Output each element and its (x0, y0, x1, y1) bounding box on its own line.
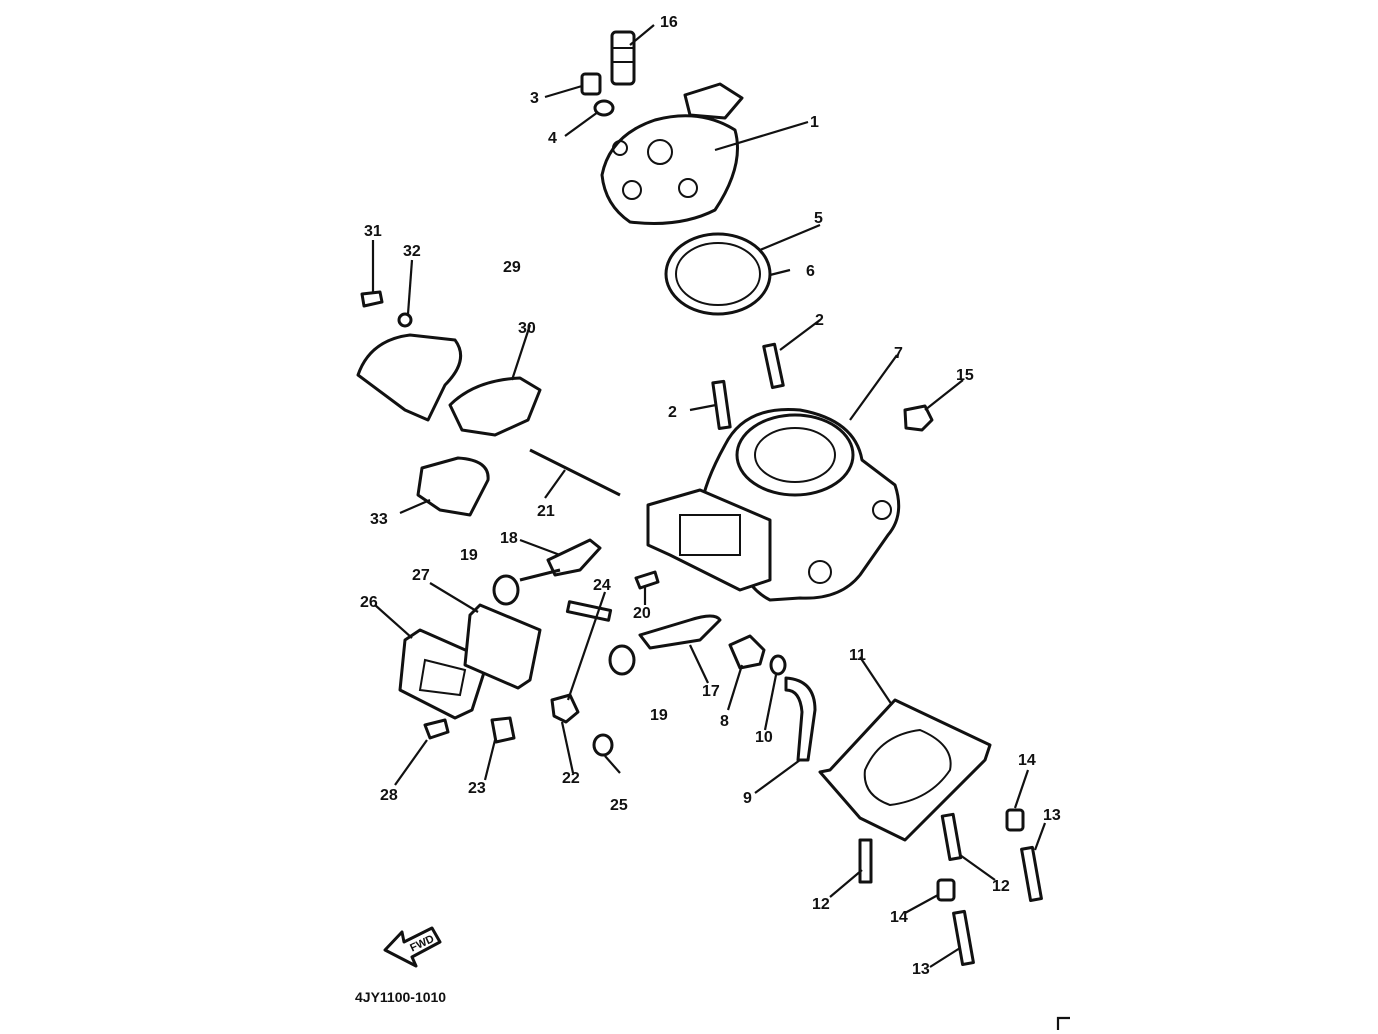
bolt (423, 718, 450, 740)
callout-16: 16 (660, 14, 678, 31)
callout-7: 7 (894, 345, 903, 362)
cylinder-head (600, 82, 744, 225)
hose (784, 676, 817, 762)
callout-6: 6 (806, 263, 815, 280)
callout-5: 5 (814, 210, 823, 227)
callout-29: 29 (503, 259, 521, 276)
callout-22: 22 (562, 770, 580, 787)
callout-12: 12 (992, 878, 1010, 895)
callout-3: 3 (530, 90, 539, 107)
callout-14: 14 (890, 909, 908, 926)
callout-8: 8 (720, 713, 729, 730)
cylinder-base-gasket (818, 698, 992, 842)
washer (593, 99, 615, 117)
nut (903, 404, 934, 432)
power-valve-housing (646, 488, 772, 592)
clip (769, 654, 787, 676)
callout-4: 4 (548, 130, 557, 147)
screw (634, 570, 660, 590)
callout-24: 24 (593, 577, 611, 594)
callout-14: 14 (1018, 752, 1036, 769)
callout-15: 15 (956, 367, 974, 384)
callout-12: 12 (812, 896, 830, 913)
callout-2: 2 (668, 404, 677, 421)
washer (397, 312, 413, 328)
callout-21: 21 (537, 503, 555, 520)
oil-seal (492, 574, 520, 606)
valve-shaft (519, 568, 561, 582)
callout-17: 17 (702, 683, 720, 700)
callout-2: 2 (815, 312, 824, 329)
plug-bolt (580, 72, 602, 96)
spark-plug (610, 30, 636, 86)
cover-gasket (416, 456, 490, 517)
callout-31: 31 (364, 223, 382, 240)
callout-23: 23 (468, 780, 486, 797)
pin (565, 600, 613, 622)
diagram-code: 4JY1100-1010 (355, 989, 446, 1005)
corner-mark (1056, 1016, 1070, 1030)
joint-fitting (728, 634, 766, 670)
callout-27: 27 (412, 567, 430, 584)
oil-seal (608, 644, 636, 676)
callout-32: 32 (403, 243, 421, 260)
stud-bolt (762, 342, 785, 390)
bolt (360, 290, 384, 308)
valve-right (638, 614, 722, 650)
valve-cover (356, 333, 542, 437)
stud-bolt (940, 812, 963, 862)
leader-lines (371, 24, 1047, 968)
lever-holder (550, 693, 580, 724)
nut (936, 878, 956, 902)
stud-bolt (1020, 845, 1043, 902)
head-gasket (664, 232, 772, 316)
callout-9: 9 (743, 790, 752, 807)
callout-13: 13 (912, 961, 930, 978)
collar (592, 733, 614, 757)
callout-10: 10 (755, 729, 773, 746)
callout-28: 28 (380, 787, 398, 804)
callout-13: 13 (1043, 807, 1061, 824)
callout-25: 25 (610, 797, 628, 814)
callout-18: 18 (500, 530, 518, 547)
stud-bolt (858, 838, 873, 884)
plate-gasket (463, 603, 542, 690)
valve-shaft (529, 448, 621, 497)
callout-26: 26 (360, 594, 378, 611)
nut (1005, 808, 1025, 832)
stud-bolt (952, 909, 975, 966)
front-direction-arrow: FWD (383, 926, 442, 968)
callout-33: 33 (370, 511, 388, 528)
bolt (490, 716, 516, 744)
callout-19: 19 (460, 547, 478, 564)
callout-30: 30 (518, 320, 536, 337)
callout-19: 19 (650, 707, 668, 724)
callout-1: 1 (810, 114, 819, 131)
callout-labels: 1 2 2 3 4 5 6 7 8 9 10 11 12 12 13 13 14… (360, 14, 1061, 978)
callout-11: 11 (849, 647, 866, 664)
callout-20: 20 (633, 605, 651, 622)
